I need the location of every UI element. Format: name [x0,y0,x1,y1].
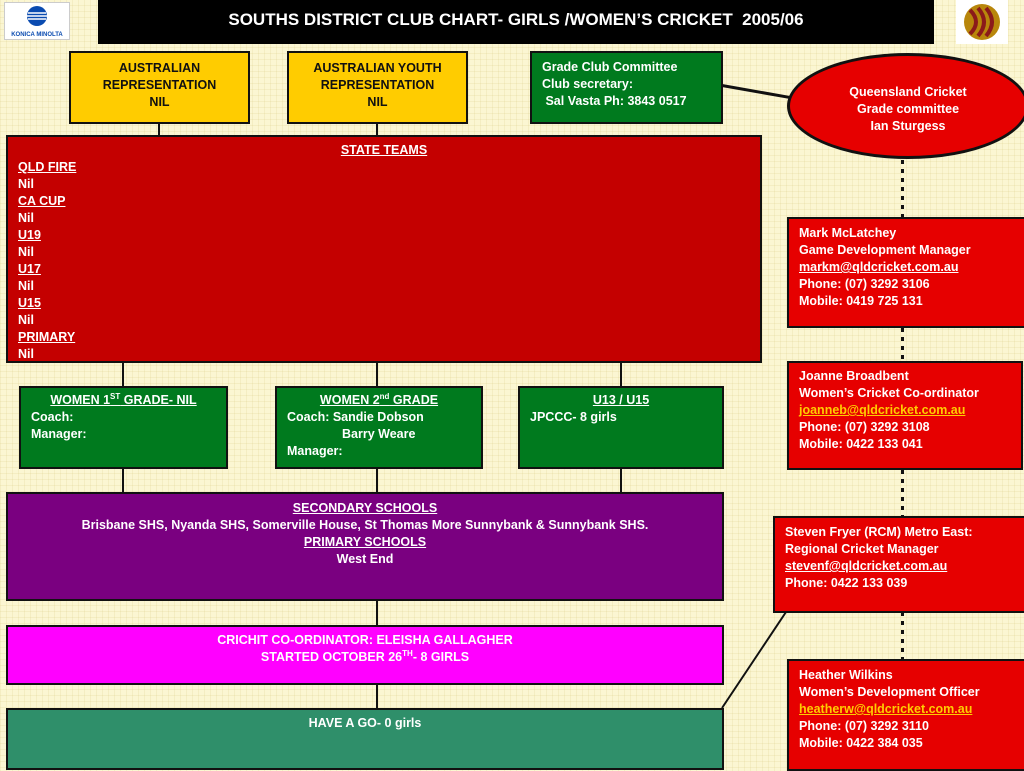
u13-u15-text: JPCCC- 8 girls [530,410,617,424]
crichit-line: STARTED OCTOBER 26TH- 8 GIRLS [260,648,470,664]
contact-card-heather: Heather Wilkins Women’s Development Offi… [787,659,1024,771]
contact-name: Steven Fryer (RCM) Metro East: [785,525,973,539]
dotted-connector [901,612,904,660]
contact-phone: Phone: (07) 3292 3108 [799,420,930,434]
contact-mobile: Mobile: 0422 133 041 [799,437,923,451]
connector [376,123,378,137]
contact-email-link[interactable]: markm@qldcricket.com.au [799,260,959,274]
coach-label: Coach: Sandie Dobson [287,410,424,424]
box-line: Club secretary: [542,77,634,91]
grade-club-committee-box: Grade Club Committee Club secretary: Sal… [530,51,723,124]
contact-email-link[interactable]: heatherw@qldcricket.com.au [799,702,973,716]
crichit-box: CRICHIT CO-ORDINATOR: ELEISHA GALLAGHER … [6,625,724,685]
contact-card-mark: Mark McLatchey Game Development Manager … [787,217,1024,328]
contact-card-joanne: Joanne Broadbent Women’s Cricket Co-ordi… [787,361,1023,470]
contact-email-link[interactable]: stevenf@qldcricket.com.au [785,559,948,573]
connector [122,362,124,388]
have-a-go-box: HAVE A GO- 0 girls [6,708,724,770]
connector [620,362,622,388]
state-team-name: U19 [18,228,41,242]
coach-label: Coach: [31,410,74,424]
state-team-name: U15 [18,296,41,310]
contact-name: Mark McLatchey [799,226,897,240]
connector [376,600,378,626]
women-first-grade-title: WOMEN 1ST GRADE- NIL [50,391,197,407]
box-line: NIL [149,95,170,109]
state-team-value: Nil [18,279,34,293]
box-line: NIL [367,95,388,109]
contact-role: Regional Cricket Manager [785,542,939,556]
contact-role: Women’s Cricket Co-ordinator [799,386,979,400]
logo-text: KONICA MINOLTA [11,32,63,38]
ellipse-line: Queensland Cricket [849,85,967,99]
ellipse-line: Grade committee [856,102,960,116]
contact-role: Women’s Development Officer [799,685,980,699]
konica-minolta-logo: KONICA MINOLTA [4,2,70,40]
state-team-name: QLD FIRE [18,160,77,174]
cricket-ball-icon [964,4,1000,40]
state-team-value: Nil [18,347,34,361]
manager-label: Manager: [31,427,87,441]
contact-mobile: Mobile: 0422 384 035 [799,736,923,750]
connector [620,468,622,494]
women-second-grade-title: WOMEN 2nd GRADE [319,391,439,407]
contact-phone: Phone: (07) 3292 3106 [799,277,930,291]
contact-card-steven: Steven Fryer (RCM) Metro East: Regional … [773,516,1024,613]
schools-box: SECONDARY SCHOOLS Brisbane SHS, Nyanda S… [6,492,724,601]
connector [376,684,378,710]
u13-u15-box: U13 / U15 JPCCC- 8 girls [518,386,724,469]
state-team-value: Nil [18,313,34,327]
secondary-schools-title: SECONDARY SCHOOLS [292,501,438,515]
box-line: REPRESENTATION [320,78,435,92]
u13-u15-title: U13 / U15 [592,393,650,407]
australian-youth-box: AUSTRALIAN YOUTH REPRESENTATION NIL [287,51,468,124]
state-team-value: Nil [18,211,34,225]
globe-icon [27,6,47,26]
contact-name: Heather Wilkins [799,668,893,682]
connector [158,123,160,137]
state-teams-title: STATE TEAMS [340,143,428,157]
box-line: AUSTRALIAN [118,61,201,75]
manager-label: Manager: [287,444,343,458]
connector [122,468,124,494]
secondary-schools-text: Brisbane SHS, Nyanda SHS, Somerville Hou… [81,518,649,532]
contact-name: Joanne Broadbent [799,369,909,383]
contact-phone: Phone: (07) 3292 3110 [799,719,929,733]
box-line: Sal Vasta Ph: 3843 0517 [542,94,687,108]
dotted-connector [901,470,904,518]
state-team-name: U17 [18,262,41,276]
contact-phone: Phone: 0422 133 039 [785,576,908,590]
title-bar: SOUTHS DISTRICT CLUB CHART- GIRLS /WOMEN… [98,0,934,44]
connector [376,362,378,388]
have-a-go-text: HAVE A GO- 0 girls [308,716,422,730]
women-second-grade-box: WOMEN 2nd GRADE Coach: Sandie Dobson Bar… [275,386,483,469]
dotted-connector [901,160,904,218]
box-line: Grade Club Committee [542,60,678,74]
contact-email-link[interactable]: joanneb@qldcricket.com.au [799,403,966,417]
dotted-connector [901,328,904,362]
page-title: SOUTHS DISTRICT CLUB CHART- GIRLS /WOMEN… [228,10,804,29]
contact-mobile: Mobile: 0419 725 131 [799,294,923,308]
primary-schools-text: West End [336,552,394,566]
contact-role: Game Development Manager [799,243,971,257]
state-team-value: Nil [18,177,34,191]
qld-cricket-ellipse: Queensland Cricket Grade committee Ian S… [787,53,1024,159]
australian-representation-box: AUSTRALIAN REPRESENTATION NIL [69,51,250,124]
state-team-name: PRIMARY [18,330,76,344]
box-line: AUSTRALIAN YOUTH [313,61,442,75]
state-team-value: Nil [18,245,34,259]
women-first-grade-box: WOMEN 1ST GRADE- NIL Coach: Manager: [19,386,228,469]
box-line: REPRESENTATION [102,78,217,92]
state-team-name: CA CUP [18,194,66,208]
ellipse-line: Ian Sturgess [870,119,946,133]
coach-second-label: Barry Weare [342,427,416,441]
qld-cricket-logo [956,0,1008,44]
connector [376,468,378,494]
crichit-line: CRICHIT CO-ORDINATOR: ELEISHA GALLAGHER [217,633,513,647]
primary-schools-title: PRIMARY SCHOOLS [303,535,427,549]
